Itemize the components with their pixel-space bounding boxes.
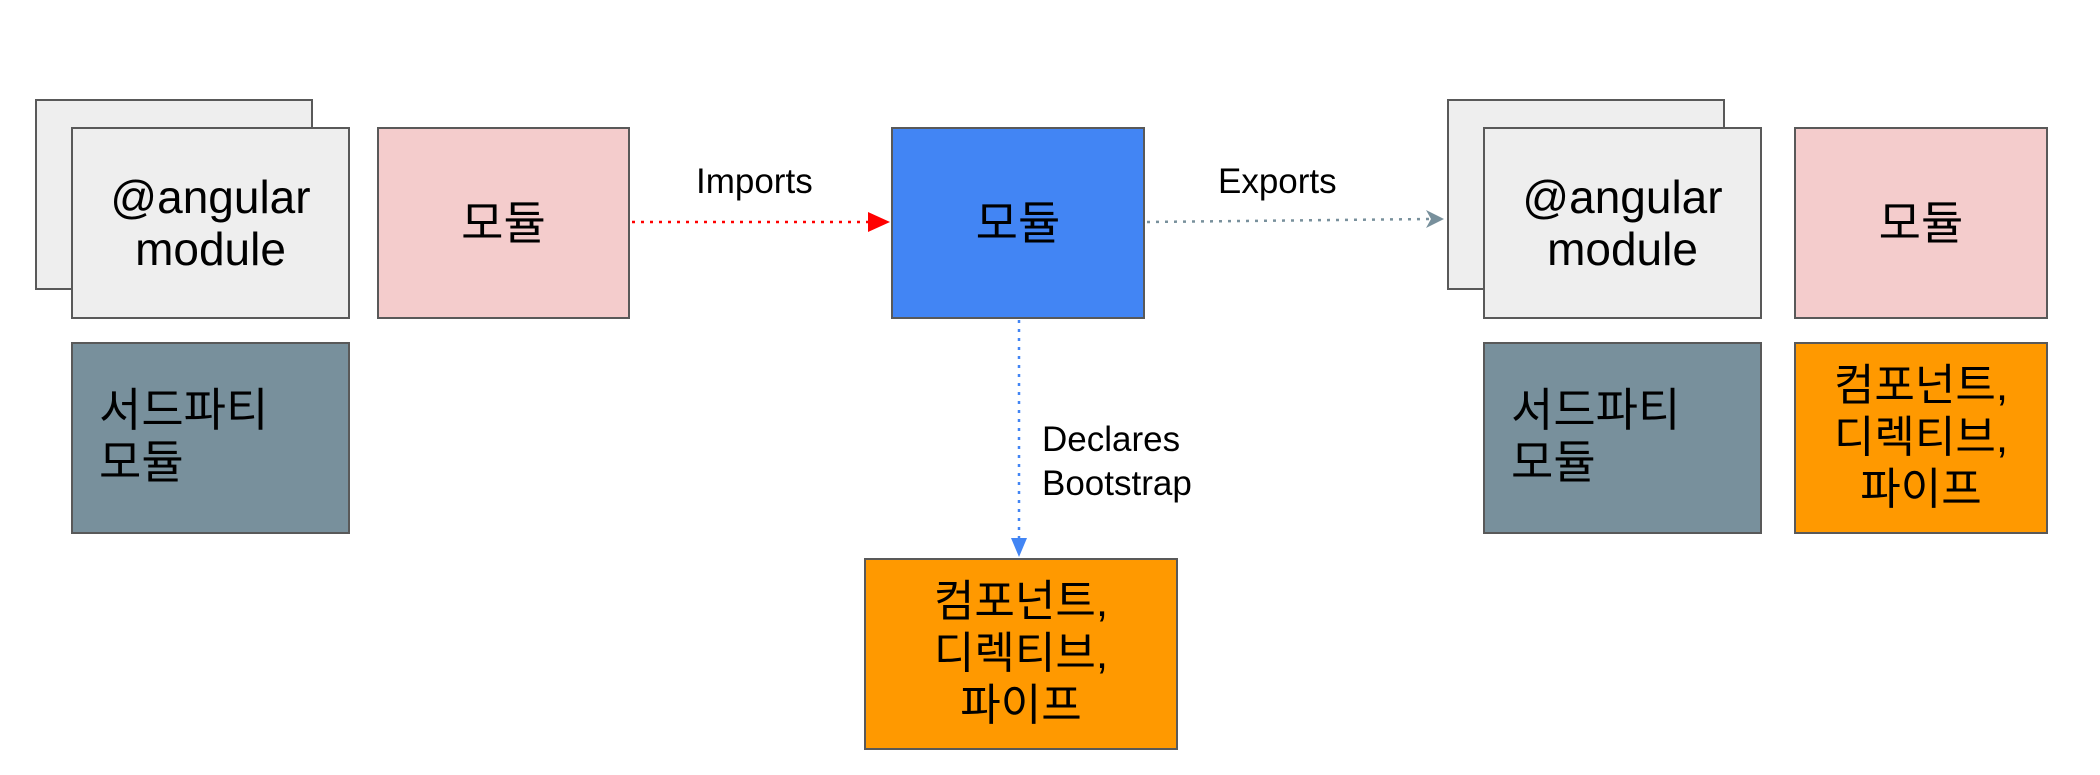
main-module-box: 모듈 — [891, 127, 1145, 319]
exports-arrow — [1146, 217, 1431, 224]
angular-module-box-left: @angular module — [71, 127, 350, 319]
module-box-left: 모듈 — [377, 127, 630, 319]
components-label-center: 컴포넌트, 디렉티브, 파이프 — [933, 577, 1109, 730]
components-label-right: 컴포넌트, 디렉티브, 파이프 — [1833, 361, 2009, 514]
third-party-module-label-left: 서드파티 모듈 — [99, 384, 269, 488]
components-box-right: 컴포넌트, 디렉티브, 파이프 — [1794, 342, 2048, 534]
declares-arrowhead — [1011, 538, 1027, 557]
third-party-module-box-left: 서드파티 모듈 — [71, 342, 350, 534]
module-label-right: 모듈 — [1878, 197, 1964, 249]
angular-module-label-right: @angular module — [1522, 171, 1723, 275]
exports-label: Exports — [1218, 162, 1337, 201]
imports-label: Imports — [696, 162, 813, 201]
components-box-center: 컴포넌트, 디렉티브, 파이프 — [864, 558, 1178, 750]
imports-arrowhead — [868, 212, 890, 232]
third-party-module-label-right: 서드파티 모듈 — [1511, 384, 1681, 488]
declares-bootstrap-label: Declares Bootstrap — [1042, 420, 1192, 503]
third-party-module-box-right: 서드파티 모듈 — [1483, 342, 1762, 534]
angular-module-label-left: @angular module — [110, 171, 311, 275]
angular-module-box-right: @angular module — [1483, 127, 1762, 319]
module-box-right: 모듈 — [1794, 127, 2048, 319]
main-module-label: 모듈 — [975, 197, 1061, 249]
exports-arrowhead — [1426, 210, 1444, 228]
module-label-left: 모듈 — [461, 197, 546, 249]
